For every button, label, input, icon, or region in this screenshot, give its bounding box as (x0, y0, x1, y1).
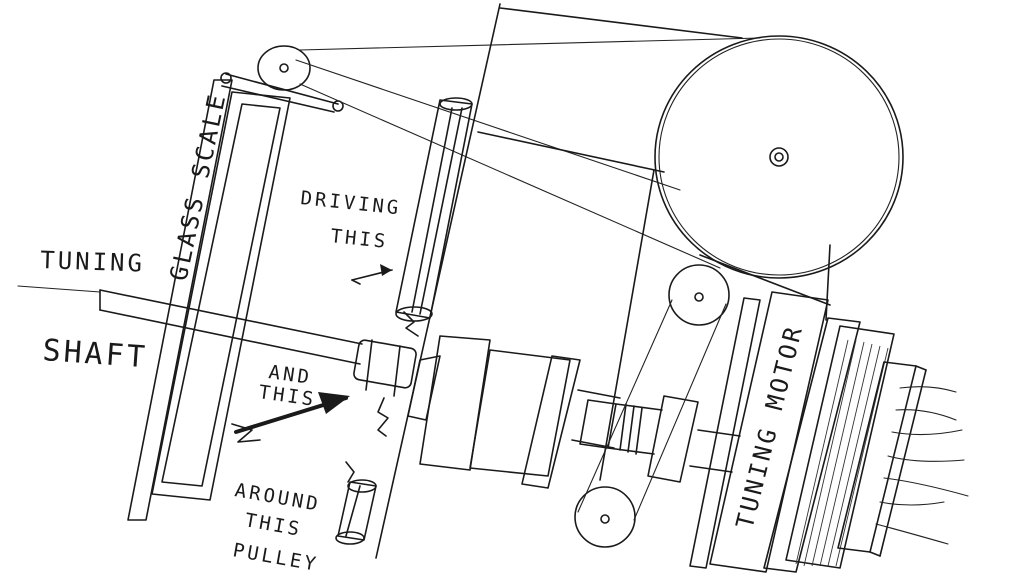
lower-belt-pulley (574, 299, 727, 548)
main-drum (407, 335, 621, 489)
label-tuning-motor: TUNING MOTOR (731, 322, 809, 532)
label-around-this: THIS (243, 509, 304, 541)
tuning-motor (689, 291, 927, 573)
drive-cables (295, 37, 761, 269)
label-driving: DRIVING (299, 187, 402, 219)
driving-pulley (395, 97, 473, 337)
lower-pulley (335, 461, 377, 545)
shaft-coupling (353, 339, 417, 437)
top-idler-pulley (257, 45, 311, 91)
small-coupling (579, 395, 741, 483)
label-pulley: PULLEY (231, 539, 320, 573)
label-driving-this: THIS (329, 225, 389, 253)
label-tuning: TUNING (40, 246, 146, 278)
glass-scale-frame (127, 72, 344, 521)
driving-arrow (351, 264, 393, 285)
upper-belt-pulley (668, 264, 730, 326)
motor-wires (875, 386, 969, 545)
large-dial-pulley (654, 35, 904, 279)
tuning-shaft (17, 285, 363, 365)
and-this-arrow (231, 392, 350, 443)
label-shaft: SHAFT (41, 333, 148, 375)
